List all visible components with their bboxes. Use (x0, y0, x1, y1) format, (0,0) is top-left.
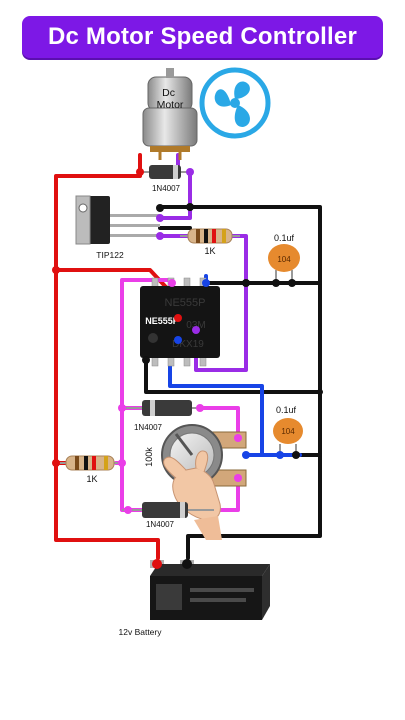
diode-mid-label: 1N4007 (134, 423, 163, 432)
diode-mid (118, 400, 204, 416)
motor-label: Dc Motor (157, 87, 184, 111)
capacitor-top: 0.1uf 104 (268, 233, 300, 287)
diode-top (136, 165, 194, 179)
capacitor-mid-code: 104 (281, 427, 295, 436)
resistor-left (52, 455, 126, 471)
motor-shaft (166, 68, 174, 78)
fan-icon (199, 67, 271, 139)
transistor-tip122 (75, 195, 164, 245)
capacitor-mid-value: 0.1uf (276, 405, 297, 415)
battery-12v (150, 559, 270, 620)
motor-label-line1: Dc (162, 87, 175, 99)
capacitor-top-value: 0.1uf (274, 233, 295, 243)
diode-bottom-label: 1N4007 (146, 520, 175, 529)
resistor-top (180, 228, 240, 244)
diode-bottom (122, 502, 214, 518)
capacitor-top-code: 104 (277, 255, 291, 264)
ic-pin-dots (142, 279, 250, 364)
resistor-left-label: 1K (86, 474, 97, 484)
resistor-top-label: 1K (204, 246, 215, 256)
transistor-label: TIP122 (96, 250, 124, 260)
title-banner: Dc Motor Speed Controller (22, 16, 383, 58)
diode-top-label: 1N4007 (152, 184, 181, 193)
ic-label: NE555P (145, 316, 179, 326)
junction-dots (52, 203, 323, 395)
ic-marking-2: 03M (186, 320, 205, 331)
page-title: Dc Motor Speed Controller (47, 23, 358, 50)
ic-marking-1: NE555P (165, 297, 206, 309)
capacitor-mid: 0.1uf 104 (273, 405, 303, 459)
battery-label: 12v Battery (119, 627, 163, 637)
dc-motor: Dc Motor (142, 68, 198, 160)
motor-label-line2: Motor (157, 99, 184, 111)
ic-marking-3: DKX19 (172, 339, 204, 350)
potentiometer-label: 100k (144, 447, 154, 467)
ic-ne555: NE555P 03M DKX19 NE555P (140, 277, 220, 367)
